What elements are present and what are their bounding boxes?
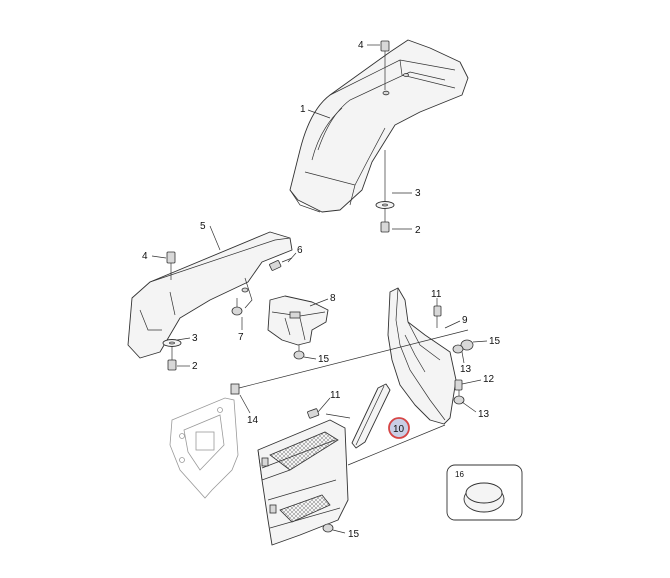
callout-15-step[interactable]: 15 (348, 529, 360, 540)
callout-leaders (151, 44, 488, 534)
bolt-2-left (167, 347, 177, 371)
callout-3-left[interactable]: 3 (192, 333, 198, 344)
bolt-2-top (380, 209, 390, 233)
callout-14[interactable]: 14 (247, 415, 259, 426)
bracket-8 (267, 295, 329, 346)
clip-14 (230, 383, 240, 395)
callout-7[interactable]: 7 (238, 332, 244, 343)
mudflap-9 (387, 287, 457, 425)
bracket-5 (127, 231, 293, 359)
callout-2-left[interactable]: 2 (192, 361, 198, 372)
callout-8[interactable]: 8 (330, 293, 336, 304)
callout-10[interactable]: 10 (393, 424, 405, 435)
callout-12[interactable]: 12 (483, 374, 495, 385)
bolt-11-right (433, 305, 442, 328)
highlight-ring-10[interactable] (388, 417, 410, 439)
bolt-11-step (307, 408, 320, 419)
nut-15-bracket (293, 345, 305, 360)
guide-lines (238, 329, 469, 466)
callout-3-top[interactable]: 3 (415, 188, 421, 199)
inset-box-16 (446, 464, 523, 521)
callout-11-right[interactable]: 11 (431, 289, 442, 300)
callout-1[interactable]: 1 (300, 104, 306, 115)
bolt-4-left (166, 251, 176, 280)
callout-15-bracket[interactable]: 15 (318, 354, 330, 365)
callout-13-upper[interactable]: 13 (460, 364, 472, 375)
callout-16[interactable]: 16 (455, 470, 464, 479)
step-assembly (257, 419, 349, 546)
callout-11-step[interactable]: 11 (330, 390, 341, 401)
callout-4-top[interactable]: 4 (358, 40, 364, 51)
bolt-12 (454, 379, 463, 396)
callout-4-left[interactable]: 4 (142, 251, 148, 262)
callout-2-top[interactable]: 2 (415, 225, 421, 236)
washer-3-left (162, 339, 182, 347)
fender-top (289, 39, 469, 213)
nut-15-step (322, 523, 334, 533)
washer-15-right (460, 339, 474, 351)
callout-6[interactable]: 6 (297, 245, 303, 256)
callout-5[interactable]: 5 (200, 221, 206, 232)
nut-7 (231, 298, 243, 316)
bolt-4-top (380, 40, 390, 90)
step-bracket-14 (169, 397, 239, 499)
nut-13-upper (452, 344, 464, 354)
nut-13-lower (453, 395, 465, 405)
callout-13-lower[interactable]: 13 (478, 409, 490, 420)
callout-9[interactable]: 9 (462, 315, 468, 326)
washer-3-top (375, 150, 395, 209)
strut-10 (351, 383, 391, 449)
callout-15-right[interactable]: 15 (489, 336, 501, 347)
bolt-6 (269, 257, 293, 271)
